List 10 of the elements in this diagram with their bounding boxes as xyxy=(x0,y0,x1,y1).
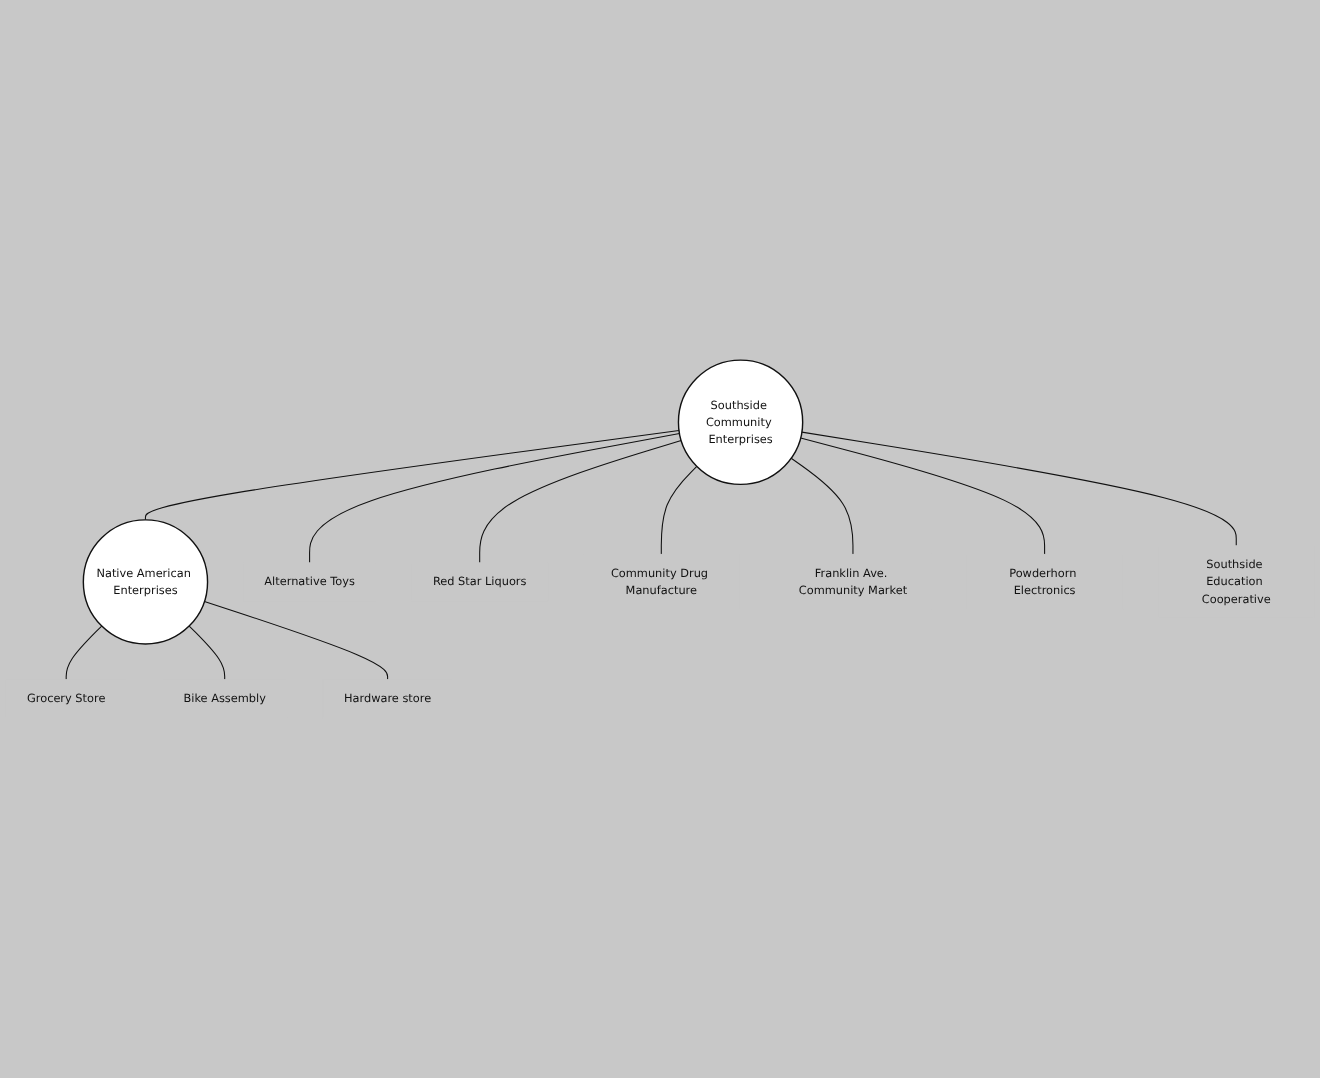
connector xyxy=(800,437,1046,555)
connector xyxy=(65,625,103,681)
connector xyxy=(660,465,698,555)
connector xyxy=(203,600,389,681)
connector xyxy=(479,439,682,564)
connector xyxy=(144,429,680,521)
connector xyxy=(188,625,226,681)
connector xyxy=(790,457,854,555)
connector xyxy=(801,431,1237,547)
connector xyxy=(309,433,680,564)
